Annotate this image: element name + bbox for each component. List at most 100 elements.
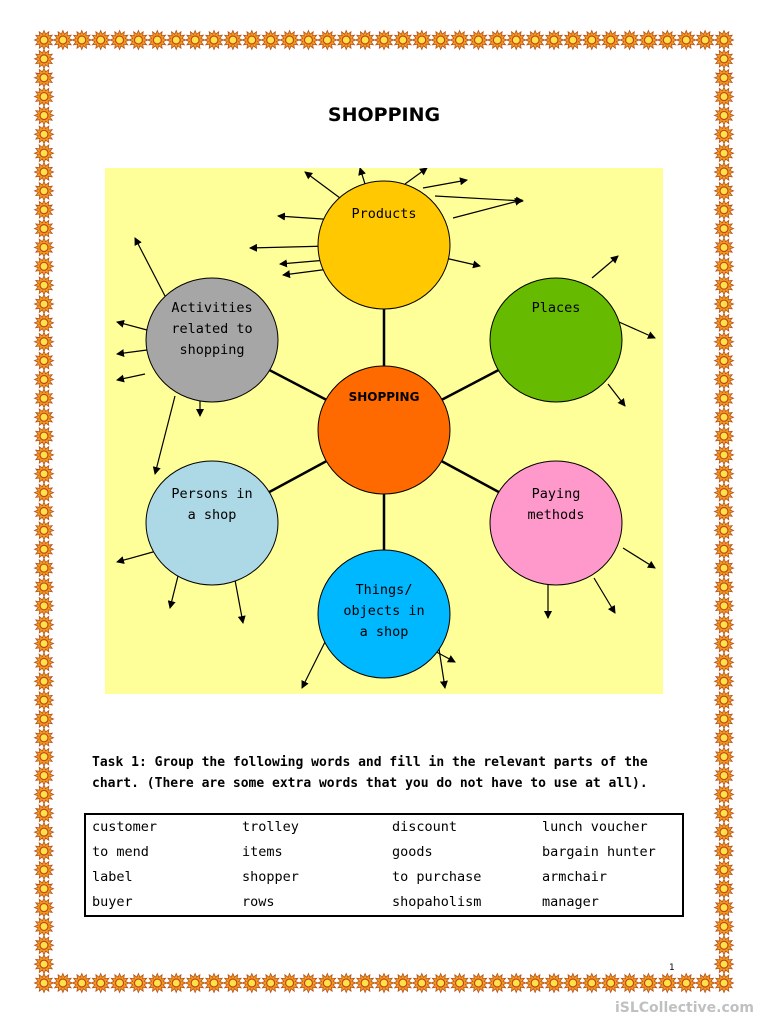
sun-icon xyxy=(373,29,395,51)
word-item: to mend xyxy=(92,844,149,860)
sun-icon xyxy=(33,500,55,523)
sun-icon xyxy=(33,689,55,711)
blank-arrow xyxy=(249,243,331,252)
sun-icon xyxy=(90,29,112,51)
sun-icon xyxy=(33,595,55,617)
sun-icon xyxy=(713,651,735,673)
sun-icon xyxy=(33,632,55,655)
sun-icon xyxy=(713,538,735,560)
word-item: discount xyxy=(392,819,458,835)
sun-icon xyxy=(90,972,112,994)
sun-icon xyxy=(241,972,263,994)
blank-arrow xyxy=(444,257,481,269)
node-label: methods xyxy=(528,507,585,523)
blank-arrow xyxy=(279,259,328,268)
sun-icon xyxy=(713,142,735,164)
sun-icon xyxy=(127,29,149,51)
sun-icon xyxy=(33,821,55,843)
sun-icon xyxy=(184,29,206,51)
sun-icon xyxy=(713,444,735,466)
sun-icon xyxy=(600,29,622,51)
sun-icon xyxy=(713,878,735,900)
sun-icon xyxy=(713,840,735,862)
blank-arrow xyxy=(116,319,148,331)
sun-icon xyxy=(392,972,414,994)
sun-icon xyxy=(713,764,735,787)
blank-arrow xyxy=(234,579,246,624)
sun-icon xyxy=(33,406,55,428)
sun-icon xyxy=(316,29,338,51)
sun-icon xyxy=(33,764,55,787)
sun-icon xyxy=(33,29,55,51)
sun-icon xyxy=(713,595,735,617)
sun-icon xyxy=(33,368,55,391)
sun-icon xyxy=(33,897,55,919)
sun-icon xyxy=(260,29,282,51)
sun-icon xyxy=(637,29,659,51)
blank-arrow xyxy=(434,195,524,205)
sun-icon xyxy=(71,972,93,994)
sun-icon xyxy=(713,614,735,636)
sun-icon xyxy=(33,840,55,862)
sun-icon xyxy=(713,255,735,277)
node-label: Things/ xyxy=(356,582,413,598)
sun-icon xyxy=(713,915,735,937)
sun-icon xyxy=(467,29,489,51)
node-label: Activities xyxy=(171,300,252,316)
sun-icon xyxy=(713,274,735,296)
sun-icon xyxy=(619,29,641,51)
sun-icon xyxy=(33,444,55,466)
word-item: buyer xyxy=(92,894,133,910)
sun-icon xyxy=(713,236,735,259)
sun-icon xyxy=(33,255,55,277)
sun-icon xyxy=(33,651,55,673)
sun-icon xyxy=(165,972,187,994)
sun-icon xyxy=(713,519,735,541)
sun-icon xyxy=(713,425,735,447)
word-item: manager xyxy=(542,894,599,910)
sun-icon xyxy=(241,29,263,51)
sun-icon xyxy=(33,142,55,164)
sun-icon xyxy=(33,274,55,296)
blank-arrow xyxy=(358,168,366,185)
sun-icon xyxy=(675,29,697,51)
sun-icon xyxy=(713,387,735,409)
sun-icon xyxy=(486,972,508,994)
sun-icon xyxy=(713,746,735,768)
sun-icon xyxy=(713,783,735,805)
sun-icon xyxy=(619,972,641,994)
sun-icon xyxy=(713,406,735,428)
node-products: Products xyxy=(317,180,451,310)
blank-arrow xyxy=(152,395,176,475)
word-item: shopper xyxy=(242,869,299,885)
sun-icon xyxy=(33,387,55,409)
blank-arrow xyxy=(618,321,656,339)
sun-icon xyxy=(33,670,55,692)
sun-icon xyxy=(656,972,678,994)
sun-icon xyxy=(33,425,55,447)
sun-icon xyxy=(392,29,414,51)
sun-icon xyxy=(146,972,168,994)
word-item: customer xyxy=(92,819,158,835)
sun-icon xyxy=(33,783,55,805)
page-number: 1 xyxy=(669,963,675,973)
node-label: Persons in xyxy=(171,486,252,502)
sun-icon xyxy=(713,859,735,881)
sun-icon xyxy=(373,972,395,994)
sun-icon xyxy=(109,29,131,51)
blank-arrow xyxy=(607,383,626,407)
sun-icon xyxy=(430,29,452,51)
node-places: Places xyxy=(489,277,623,403)
sun-icon xyxy=(524,972,546,994)
word-item: shopaholism xyxy=(392,894,482,910)
sun-icon xyxy=(713,463,735,485)
sun-icon xyxy=(354,972,376,994)
sun-icon xyxy=(203,972,225,994)
sun-icon xyxy=(33,878,55,900)
sun-icon xyxy=(165,29,187,51)
sun-icon xyxy=(33,802,55,824)
sun-icon xyxy=(581,972,603,994)
sun-icon xyxy=(562,972,584,994)
sun-icon xyxy=(33,727,55,749)
